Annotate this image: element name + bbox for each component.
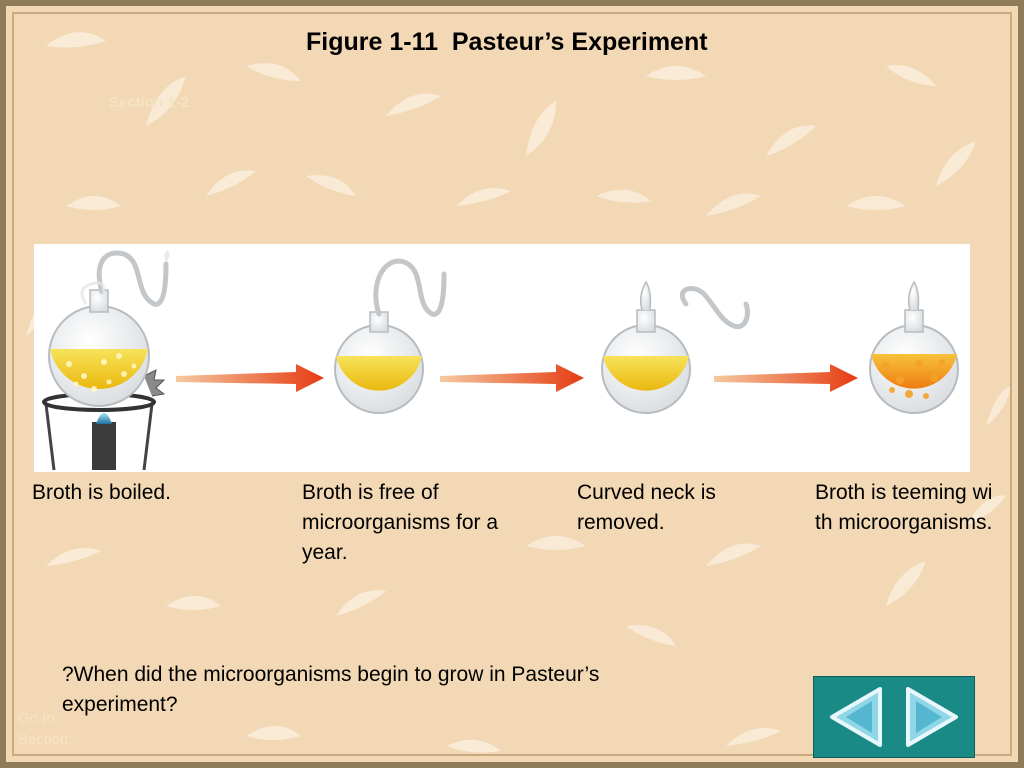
process-arrow-3 <box>714 364 858 392</box>
section-label: Section 1-2 <box>109 94 190 111</box>
go-to-section-link[interactable]: Go to Section: <box>18 710 73 748</box>
caption-neck-removed: Curved neck is removed. <box>577 481 716 534</box>
flask-boiling <box>42 250 170 471</box>
navigation-panel <box>813 676 975 758</box>
question-text: ?When did the microorganisms begin to gr… <box>62 663 600 716</box>
caption-free-of-microorganisms: Broth is free of microorganisms for a ye… <box>302 481 499 564</box>
caption-teeming: Broth is teeming with microorganisms. <box>815 481 993 534</box>
caption-boiled: Broth is boiled. <box>32 481 171 504</box>
flask-neck-removed <box>601 280 750 414</box>
left-arrow-icon <box>830 687 882 747</box>
experiment-figure <box>34 244 970 472</box>
process-arrow-2 <box>440 364 584 392</box>
slide-title: Figure 1-11 Pasteur’s Experiment <box>306 28 708 56</box>
process-arrow-1 <box>176 364 324 392</box>
petal-background-pattern <box>26 32 1011 753</box>
right-arrow-icon <box>906 687 958 747</box>
flask-contaminated <box>869 280 959 414</box>
previous-slide-button[interactable] <box>818 681 892 753</box>
next-slide-button[interactable] <box>896 681 970 753</box>
flask-sterile <box>334 258 447 414</box>
